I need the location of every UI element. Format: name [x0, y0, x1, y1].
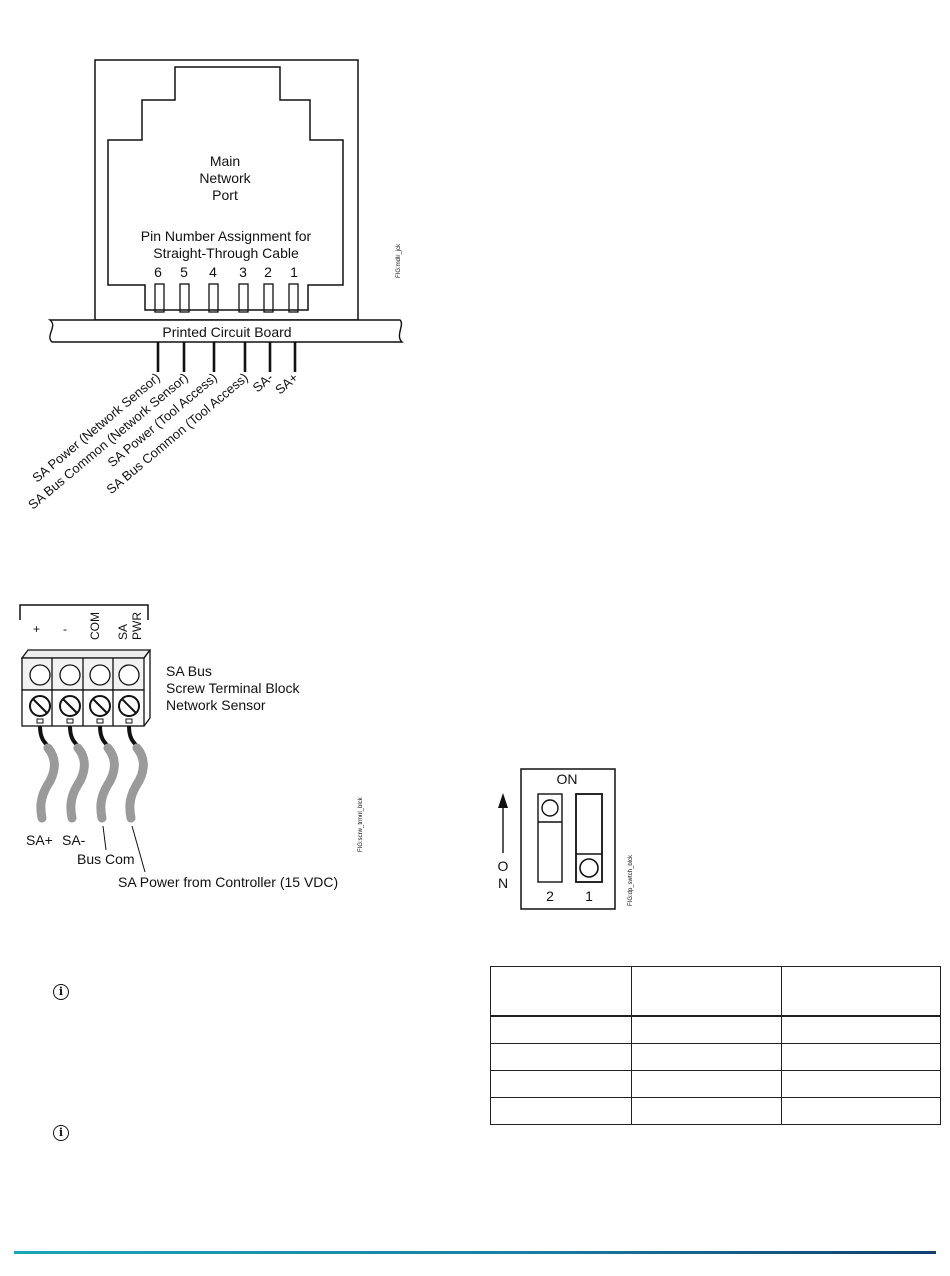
terminal-top-labels: + - COM SA PWR: [33, 612, 144, 640]
circuit-board: [47, 319, 404, 343]
pin-caption-line-1: Pin Number Assignment for: [141, 228, 312, 244]
table-header-cell: [490, 966, 632, 1017]
sa-power-label: SA Power from Controller (15 VDC): [118, 874, 338, 890]
dip-on-top-label: ON: [557, 771, 578, 787]
port-title-line-3: Port: [212, 187, 238, 203]
caption-line-1: SA Bus: [166, 663, 212, 679]
table-row: [490, 1015, 941, 1044]
pin-signal-labels: SA Power (Network Sensor) SA Bus Common …: [25, 370, 301, 512]
table-cell: [631, 1043, 782, 1071]
table-cell: [631, 1015, 782, 1044]
pin-number: 3: [239, 264, 247, 280]
table-row: [490, 1097, 941, 1125]
jack-opening: [107, 66, 344, 311]
table-cell: [631, 1097, 782, 1125]
table-cell: [631, 1070, 782, 1098]
wire-leads: [38, 725, 139, 748]
pin-number: 2: [264, 264, 272, 280]
info-icon: i: [53, 984, 69, 1000]
caption-line-2: Screw Terminal Block: [166, 680, 301, 696]
dip-switch-2-slot: [537, 793, 563, 883]
dip-switch-1-number: 1: [585, 888, 593, 904]
pwr-label: PWR: [130, 612, 144, 640]
pin-numbers: 6 5 4 3 2 1: [154, 264, 298, 280]
pin-number: 1: [290, 264, 298, 280]
terminal-slots: [36, 718, 133, 724]
wire-labels: SA+ SA- Bus Com SA Power from Controller…: [26, 832, 338, 890]
pin-caption-line-2: Straight-Through Cable: [153, 245, 299, 261]
pin-leads: [156, 342, 297, 372]
board-label: Printed Circuit Board: [162, 324, 291, 340]
pin-number: 5: [180, 264, 188, 280]
table-row: [490, 1070, 941, 1098]
table-cell: [490, 1097, 632, 1125]
footer-rule: [14, 1251, 936, 1254]
plus-label: +: [33, 622, 40, 636]
table-cell: [781, 1015, 941, 1044]
wire-leaders: [102, 825, 146, 873]
table-cell: [781, 1043, 941, 1071]
signal-label: SA+: [272, 370, 301, 398]
on-side-o: O: [498, 858, 509, 874]
dip-figure-code: FIG:dp_swtch_blck: [628, 854, 634, 906]
dip-switch-housing: [520, 768, 616, 910]
table-cell: [490, 1070, 632, 1098]
sa-label: SA: [116, 624, 130, 640]
table-header-cell: [781, 966, 941, 1017]
sa-plus-label: SA+: [26, 832, 53, 848]
caption-line-3: Network Sensor: [166, 697, 266, 713]
table-cell: [781, 1070, 941, 1098]
dip-switch-2-number: 2: [546, 888, 554, 904]
on-side-n: N: [498, 875, 508, 891]
wire-entries: [29, 664, 140, 686]
bus-com-label: Bus Com: [77, 851, 135, 867]
jack-figure-code: FIG:mdlr_jck: [396, 243, 402, 278]
port-title-line-1: Main: [210, 153, 240, 169]
dip-switch-1-actuator: [579, 858, 599, 878]
dip-settings-table: [490, 966, 941, 1125]
terminal-figure-code: FIG:scrw_trmnl_blck: [358, 796, 364, 852]
minus-label: -: [63, 622, 67, 636]
terminal-caption: SA Bus Screw Terminal Block Network Sens…: [166, 663, 301, 713]
terminal-bracket: [19, 604, 149, 620]
on-arrow-icon: [498, 793, 508, 808]
table-row: [490, 1043, 941, 1071]
info-icon: i: [53, 1125, 69, 1141]
dip-switch-2-actuator: [541, 799, 559, 817]
jack-contacts: [154, 283, 299, 313]
sa-minus-label: SA-: [62, 832, 86, 848]
modular-jack-figure: Main Network Port Pin Number Assignment …: [25, 59, 404, 512]
terminal-screws: [29, 695, 140, 717]
port-title-line-2: Network: [199, 170, 251, 186]
table-header-row: [490, 966, 941, 1017]
dip-switch-1-slot: [575, 793, 603, 883]
pin-number: 6: [154, 264, 162, 280]
table-cell: [490, 1015, 632, 1044]
com-label: COM: [88, 612, 102, 640]
table-cell: [781, 1097, 941, 1125]
terminal-block: [20, 649, 152, 727]
signal-label: SA-: [250, 370, 276, 395]
table-header-cell: [631, 966, 782, 1017]
table-cell: [490, 1043, 632, 1071]
pin-number: 4: [209, 264, 217, 280]
wire-insulation: [36, 743, 148, 823]
